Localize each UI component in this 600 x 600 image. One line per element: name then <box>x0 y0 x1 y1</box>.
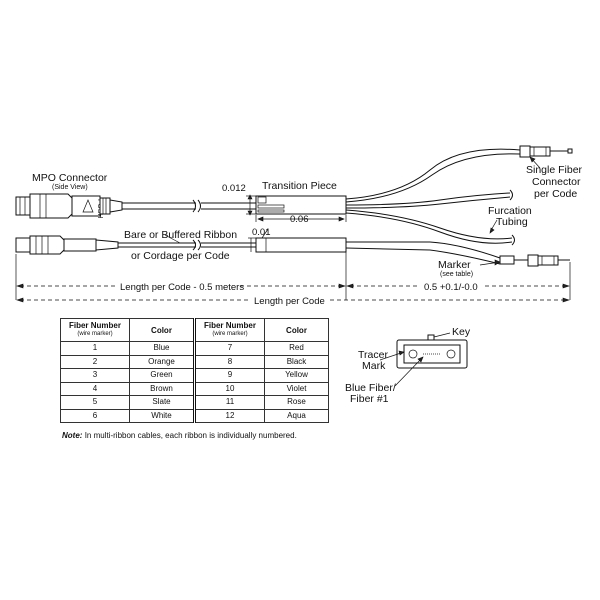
upper-fanout-fibers <box>345 148 521 246</box>
length-dimension-lines <box>15 252 571 303</box>
push-arrow-icon <box>82 199 94 213</box>
dim-006-label: 0.06 <box>290 214 309 225</box>
tolerance-label: 0.5 +0.1/-0.0 <box>424 282 478 293</box>
fiber-color-cell: Blue <box>129 341 195 356</box>
furcation-label-line1: Furcation <box>488 205 532 217</box>
marker-label: Marker <box>438 259 471 271</box>
fiber-color-cell: Yellow <box>264 368 329 383</box>
connector-end-view <box>379 332 468 387</box>
dim-0012-label: 0.012 <box>222 183 246 194</box>
fiber-color-cell: Orange <box>129 354 195 369</box>
bare-ribbon-label-line1: Bare or Buffered Ribbon <box>124 229 237 241</box>
fiber-color-cell: Slate <box>129 395 195 410</box>
fiber-color-cell: Green <box>129 368 195 383</box>
transition-piece-upper <box>246 194 347 216</box>
fiber-color-cell: Rose <box>264 395 329 410</box>
dim-001-label: 0.01 <box>252 227 271 238</box>
fiber-color-table: Fiber Number(wire marker) Color Fiber Nu… <box>60 318 329 423</box>
blue-fiber-label-line1: Blue Fiber/ <box>345 382 396 394</box>
tracer-label-line1: Tracer <box>358 349 388 361</box>
lower-fibers <box>345 241 528 265</box>
see-table-label: (see table) <box>440 271 473 278</box>
side-view-label: (Side View) <box>52 184 88 191</box>
single-fiber-label-line1: Single Fiber <box>526 164 583 176</box>
fiber-number-cell: 10 <box>193 381 265 396</box>
fiber-color-cell: White <box>129 408 195 423</box>
length-label: Length per Code <box>254 296 325 307</box>
fiber-number-cell: 8 <box>193 354 265 369</box>
single-fiber-label-line2: Connector <box>532 176 581 188</box>
single-fiber-connector-bottom <box>527 254 570 267</box>
mpo-connector-label: MPO Connector <box>32 172 108 184</box>
fiber-number-cell: 5 <box>60 395 130 410</box>
header-color-left: Color <box>129 318 195 342</box>
fiber-number-cell: 3 <box>60 368 130 383</box>
bare-ribbon-label-line2: or Cordage per Code <box>131 250 230 262</box>
fiber-number-cell: 12 <box>193 408 265 423</box>
fiber-number-cell: 11 <box>193 395 265 410</box>
header-color-right: Color <box>264 318 329 342</box>
key-label: Key <box>452 326 471 338</box>
footnote: Note: In multi-ribbon cables, each ribbo… <box>62 431 322 441</box>
fiber-color-cell: Aqua <box>264 408 329 423</box>
fiber-number-cell: 4 <box>60 381 130 396</box>
upper-cable <box>122 199 256 213</box>
fiber-number-cell: 7 <box>193 341 265 356</box>
fiber-color-cell: Black <box>264 354 329 369</box>
fiber-number-cell: 9 <box>193 368 265 383</box>
transition-piece-label: Transition Piece <box>262 180 337 192</box>
single-fiber-label-line3: per Code <box>534 188 577 200</box>
leader-lines <box>164 156 541 266</box>
note-prefix: Note: <box>62 431 83 440</box>
lower-cable <box>118 239 256 251</box>
blue-fiber-label-line2: Fiber #1 <box>350 393 389 405</box>
fiber-number-cell: 2 <box>60 354 130 369</box>
fiber-number-cell: 6 <box>60 408 130 423</box>
mpo-connector-lower <box>15 235 119 255</box>
fiber-number-cell: 1 <box>60 341 130 356</box>
length-minus-label: Length per Code - 0.5 meters <box>120 282 244 293</box>
tracer-label-line2: Mark <box>362 360 386 372</box>
header-fiber-number-right: Fiber Number(wire marker) <box>193 318 265 342</box>
fiber-color-cell: Brown <box>129 381 195 396</box>
fiber-color-cell: Violet <box>264 381 329 396</box>
transition-piece-lower <box>248 237 347 253</box>
table-header-row: Fiber Number(wire marker) Color Fiber Nu… <box>60 318 329 342</box>
note-text: In multi-ribbon cables, each ribbon is i… <box>84 431 297 440</box>
fiber-color-cell: Red <box>264 341 329 356</box>
mpo-connector-side-view: PUSH <box>15 193 123 219</box>
single-fiber-connector-top <box>519 145 573 158</box>
dim-006-line <box>255 215 347 222</box>
header-fiber-number-left: Fiber Number(wire marker) <box>60 318 130 342</box>
furcation-label-line2: Tubing <box>496 216 528 228</box>
